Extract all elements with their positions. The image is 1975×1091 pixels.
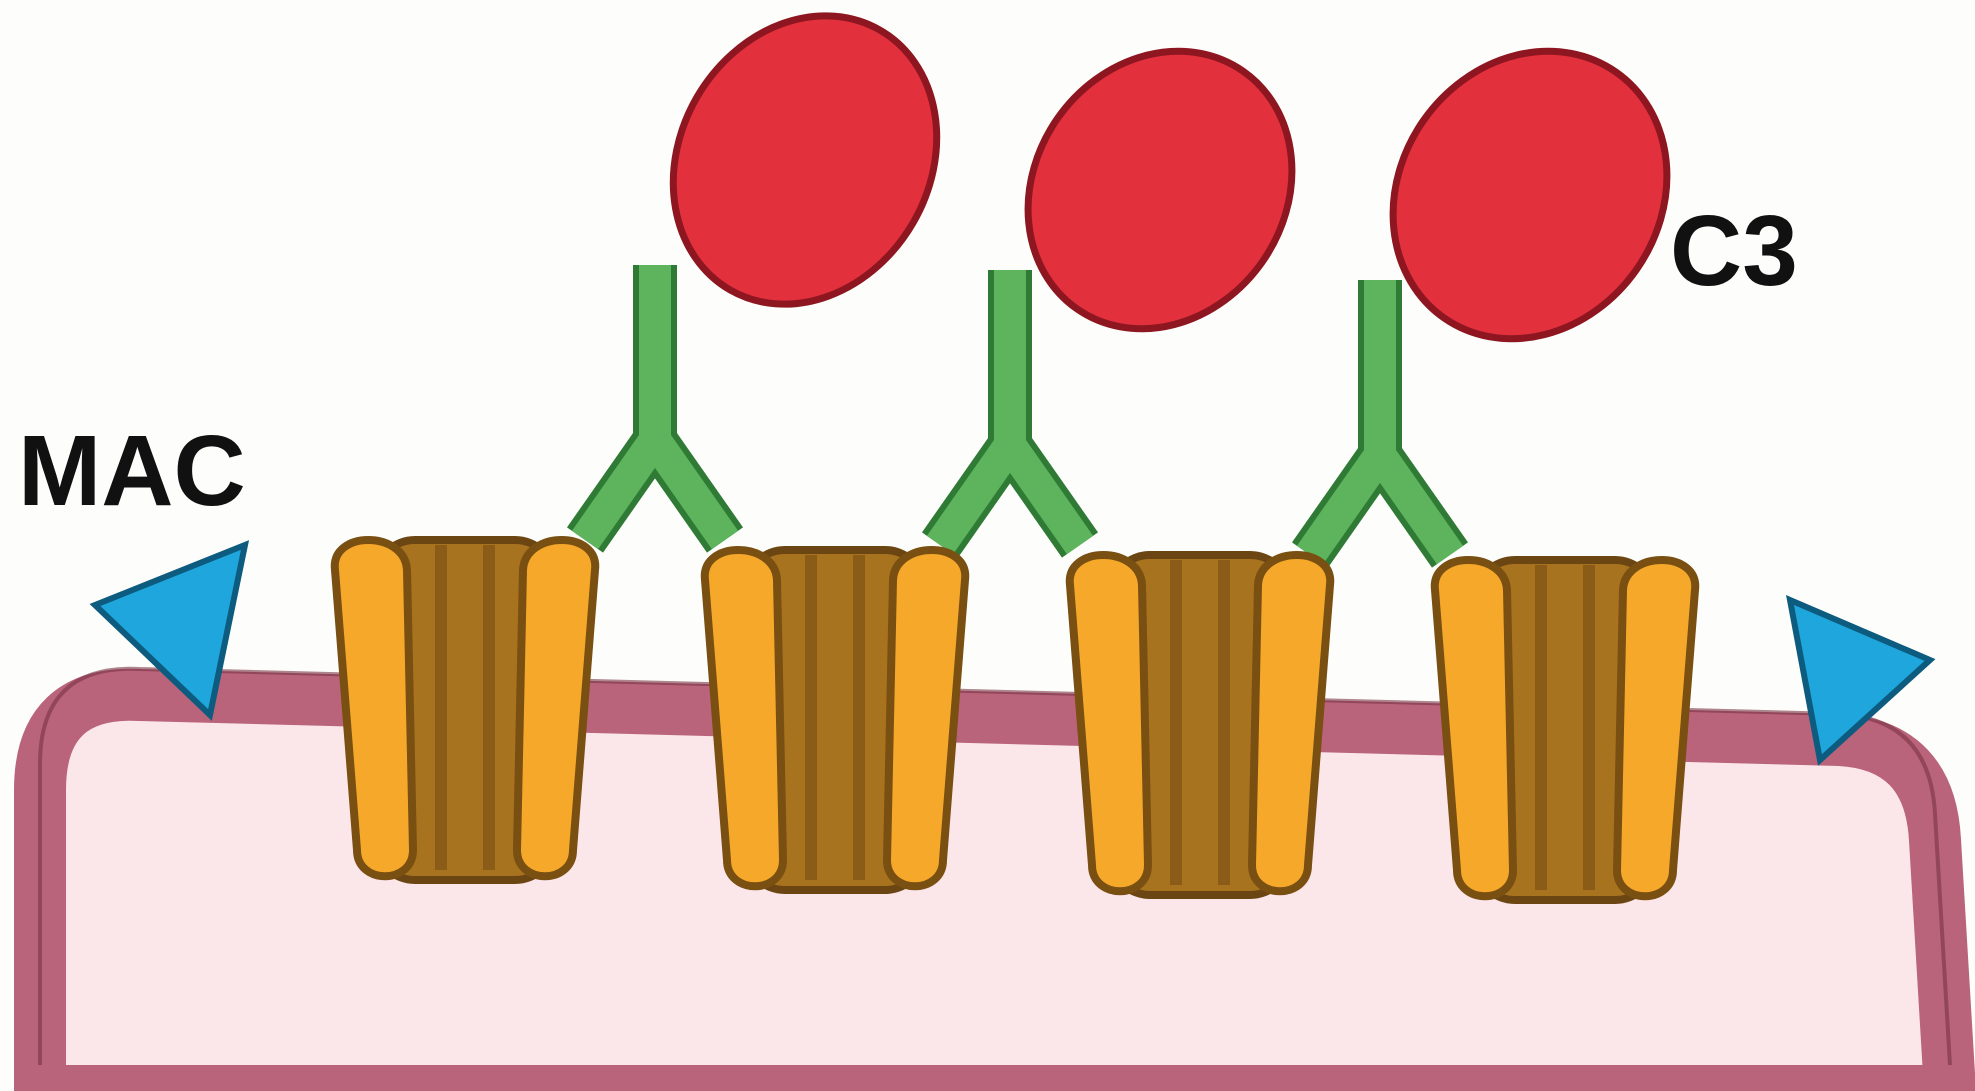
antibody-icon bbox=[940, 270, 1080, 545]
antibody-icon bbox=[1310, 280, 1450, 555]
antibody-icon bbox=[585, 265, 725, 540]
membrane-channel-icon bbox=[1435, 560, 1695, 900]
mac-label: MAC bbox=[18, 415, 246, 527]
membrane-channel-icon bbox=[705, 550, 965, 890]
membrane-channel-icon bbox=[1070, 555, 1330, 895]
c3-label: C3 bbox=[1670, 195, 1798, 307]
membrane-channel-icon bbox=[335, 540, 595, 880]
